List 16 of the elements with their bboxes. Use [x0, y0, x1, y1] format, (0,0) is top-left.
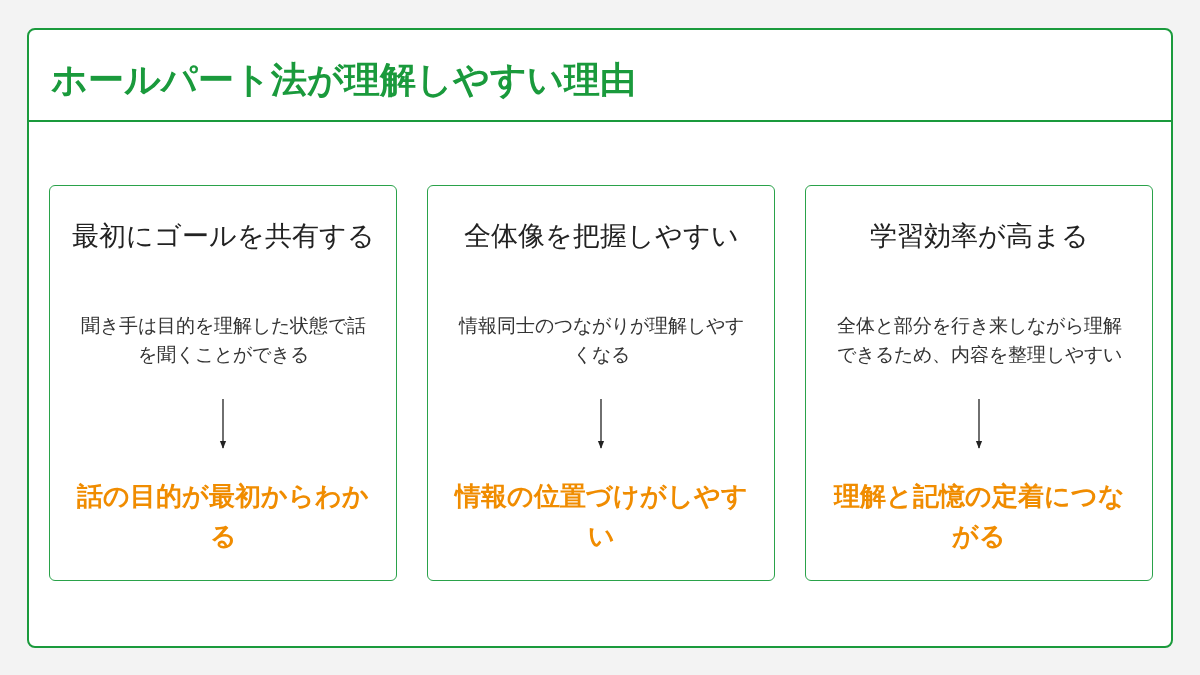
card-heading: 全体像を把握しやすい — [462, 219, 740, 253]
result-text: 情報の位置づけがしやすい — [452, 476, 750, 556]
description-text: 聞き手は目的を理解した状態で話を聞くことができる — [74, 311, 372, 369]
card-background — [427, 185, 775, 581]
arrow — [597, 398, 605, 449]
title: ホールパート法が理解しやすい理由 — [51, 58, 636, 102]
card-heading: 学習効率が高まる — [868, 219, 1090, 253]
description-text: 情報同士のつながりが理解しやすくなる — [452, 311, 750, 369]
card-heading: 最初にゴールを共有する — [70, 219, 376, 253]
result-text: 話の目的が最初からわかる — [74, 476, 372, 556]
description-text: 全体と部分を行き来しながら理解できるため、内容を整理しやすい — [830, 311, 1128, 369]
card-background — [49, 185, 397, 581]
arrow — [219, 398, 227, 449]
arrow — [975, 398, 983, 449]
result-text: 理解と記憶の定着につながる — [830, 476, 1128, 556]
card-background — [805, 185, 1153, 581]
